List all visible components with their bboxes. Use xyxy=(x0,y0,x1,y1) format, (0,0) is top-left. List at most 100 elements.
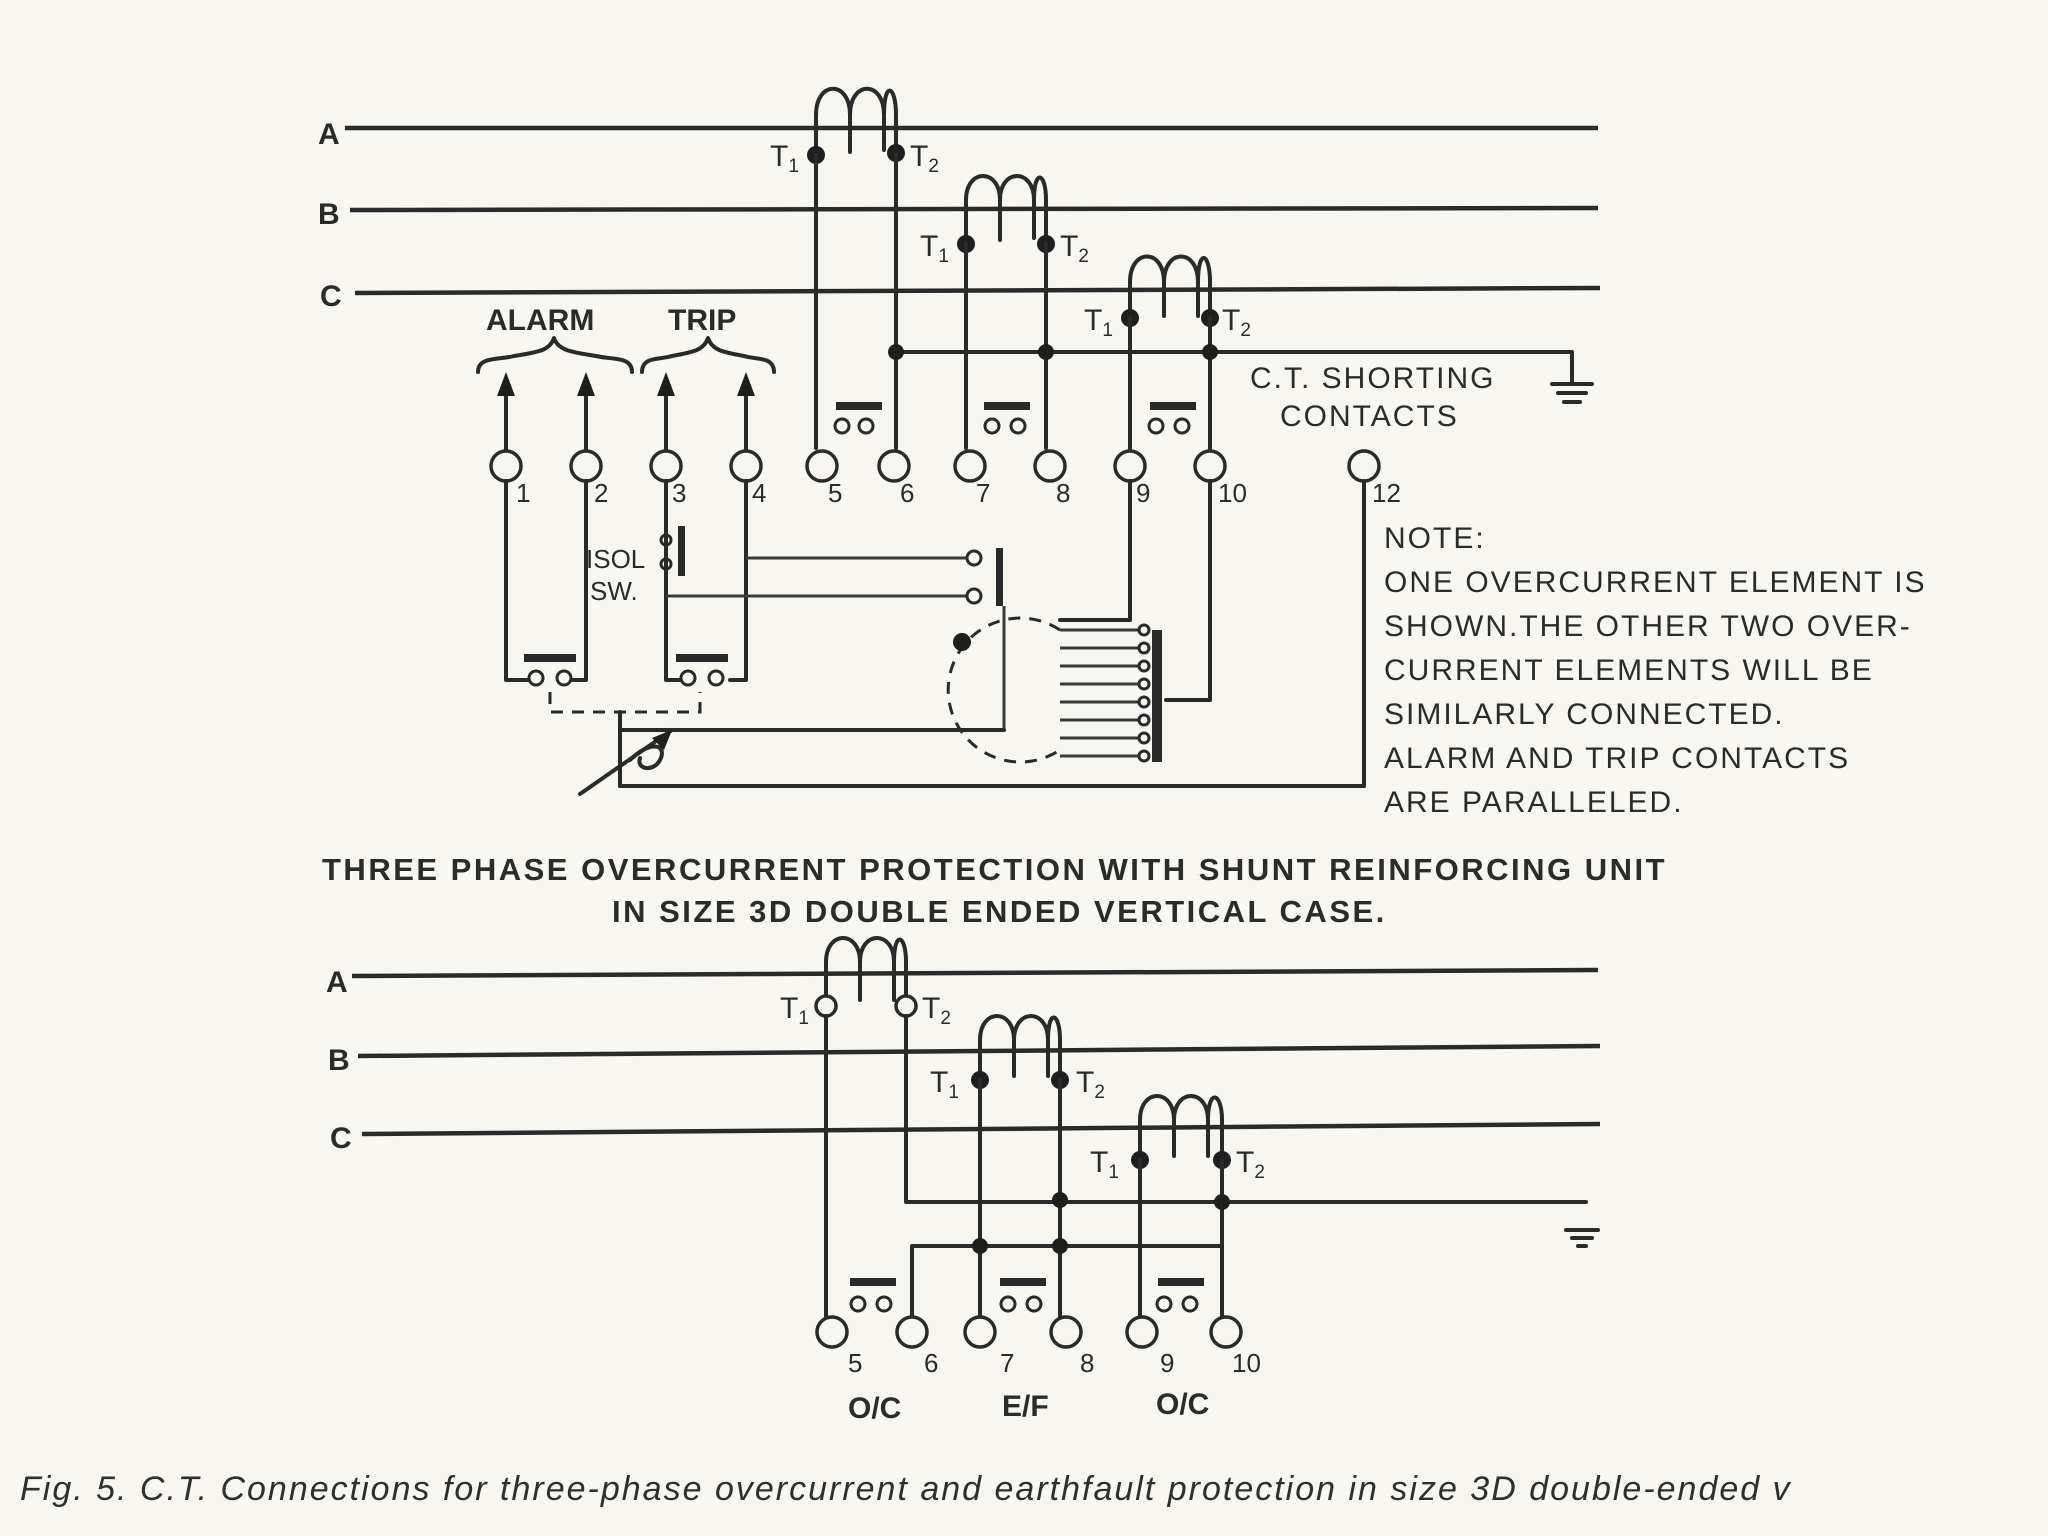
star-point-line-top xyxy=(894,350,1574,384)
trip-label: TRIP xyxy=(668,304,736,337)
trip-brace xyxy=(640,336,776,374)
wire-t9-relay xyxy=(1058,479,1132,622)
ct-coil-b-bottom xyxy=(978,1014,1062,1082)
terminal-bottom-6 xyxy=(895,1315,929,1349)
terminal-num-6: 6 xyxy=(900,478,914,508)
terminal-num-bottom-5: 5 xyxy=(848,1348,862,1378)
terminal-9 xyxy=(1113,449,1147,483)
figure-caption: Fig. 5. C.T. Connections for three-phase… xyxy=(20,1470,1792,1508)
terminal-num-12: 12 xyxy=(1372,478,1401,508)
note-line-5: SIMILARLY CONNECTED. xyxy=(1384,698,1785,731)
element-label-oc-2: O/C xyxy=(1156,1388,1209,1421)
junction-bottom-1 xyxy=(1052,1192,1068,1208)
bus-line-a-bottom xyxy=(351,967,1599,979)
terminal-bottom-5 xyxy=(815,1315,849,1349)
label-t1-c-bottom: T1 xyxy=(1090,1146,1119,1183)
phase-label-a-top: A xyxy=(318,118,340,151)
relay-disc xyxy=(946,616,1061,764)
terminal-1 xyxy=(489,449,523,483)
label-t1-b: T1 xyxy=(920,230,949,267)
coil-taps xyxy=(1060,628,1140,758)
plug-bridge xyxy=(1152,630,1162,762)
terminal-bottom-10 xyxy=(1209,1315,1243,1349)
alarm-label: ALARM xyxy=(486,304,594,337)
terminal-row-top: 1 2 3 4 5 6 7 8 9 10 12 xyxy=(489,449,1401,508)
wire-t10-relay xyxy=(1164,479,1212,702)
relay-contact-lower xyxy=(965,587,983,605)
terminal-num-4: 4 xyxy=(752,478,766,508)
ct-coil-c xyxy=(1128,254,1212,320)
junction-bottom-3 xyxy=(972,1238,988,1254)
label-t2-a: T2 xyxy=(910,140,939,177)
label-t1-b-bottom: T1 xyxy=(930,1066,959,1103)
terminal-6 xyxy=(877,449,911,483)
ct-phase-b-top: T1 T2 xyxy=(920,174,1089,267)
alarm-brace xyxy=(476,336,634,374)
alarm-contact xyxy=(524,654,576,687)
label-t1-a-bottom: T1 xyxy=(780,992,809,1029)
top-diagram-title-line1: THREE PHASE OVERCURRENT PROTECTION WITH … xyxy=(322,852,1667,887)
ct-coil-a xyxy=(814,86,898,158)
note-line-1: NOTE: xyxy=(1384,522,1486,555)
sw-label: SW. xyxy=(590,576,638,606)
ct-terminal-t1-a-bottom xyxy=(814,994,838,1018)
label-t2-b-bottom: T2 xyxy=(1076,1066,1105,1103)
mechanical-link-dashed xyxy=(548,692,702,714)
terminal-8 xyxy=(1033,449,1067,483)
terminal-num-8: 8 xyxy=(1056,478,1070,508)
terminal-4 xyxy=(729,449,763,483)
terminal-bottom-8 xyxy=(1049,1315,1083,1349)
phase-label-a-bottom: A xyxy=(326,966,348,999)
star-junction-2 xyxy=(1038,344,1054,360)
phase-label-c-bottom: C xyxy=(330,1122,352,1155)
label-t2-a-bottom: T2 xyxy=(922,992,951,1029)
terminal-num-1: 1 xyxy=(516,478,530,508)
induction-relay xyxy=(946,606,1162,764)
trip-contact xyxy=(676,654,728,687)
label-t1-c: T1 xyxy=(1084,304,1113,341)
terminal-num-bottom-9: 9 xyxy=(1160,1348,1174,1378)
wire-shunt-2 xyxy=(618,479,1366,788)
star-junction-3 xyxy=(1202,344,1218,360)
label-t2-c: T2 xyxy=(1222,304,1251,341)
relay-contact-upper xyxy=(965,549,983,567)
trip-arrow-1 xyxy=(657,372,675,454)
note-line-6: ALARM AND TRIP CONTACTS xyxy=(1384,742,1850,775)
residual-link-bottom xyxy=(910,1244,1224,1322)
terminal-num-bottom-7: 7 xyxy=(1000,1348,1014,1378)
terminal-num-bottom-8: 8 xyxy=(1080,1348,1094,1378)
wire-t1-alarm xyxy=(504,479,534,682)
ct-terminal-t2-a-bottom xyxy=(894,994,918,1018)
ct-phase-c-bottom: T1 T2 xyxy=(1090,1094,1265,1183)
terminal-10 xyxy=(1193,449,1227,483)
label-t2-c-bottom: T2 xyxy=(1236,1146,1265,1183)
ct-coil-a-bottom xyxy=(824,936,908,1006)
ct-phase-a-bottom: T1 T2 xyxy=(780,936,951,1029)
shorting-contact-bottom-56 xyxy=(849,1278,896,1313)
note-line-7: ARE PARALLELED. xyxy=(1384,786,1684,819)
shorting-contact-pair-56 xyxy=(833,402,882,435)
terminal-bottom-7 xyxy=(963,1315,997,1349)
star-junction-1 xyxy=(888,344,904,360)
earth-symbol-top xyxy=(1550,382,1594,404)
terminal-num-2: 2 xyxy=(594,478,608,508)
note-line-3: SHOWN.THE OTHER TWO OVER- xyxy=(1384,610,1912,643)
terminal-5 xyxy=(805,449,839,483)
alarm-arrow-2 xyxy=(577,372,595,454)
top-diagram-title-line2: IN SIZE 3D DOUBLE ENDED VERTICAL CASE. xyxy=(612,894,1387,929)
terminal-num-5: 5 xyxy=(828,478,842,508)
ct-shorting-label-line2: CONTACTS xyxy=(1280,400,1459,433)
top-diagram: A B C T1 T2 T1 T2 T1 T2 xyxy=(318,86,1927,929)
phase-label-b-top: B xyxy=(318,198,340,231)
isol-switch-bar xyxy=(678,526,685,576)
trip-arrow-2 xyxy=(737,372,755,454)
lead-bottom-a-t2 xyxy=(904,1014,1588,1204)
junction-bottom-4 xyxy=(1052,1238,1068,1254)
ct-phase-a-top: T1 T2 xyxy=(770,86,939,177)
wire-shunt-1 xyxy=(618,710,1006,732)
terminal-num-bottom-10: 10 xyxy=(1232,1348,1261,1378)
earth-symbol-bottom xyxy=(1564,1228,1600,1248)
note-line-2: ONE OVERCURRENT ELEMENT IS xyxy=(1384,566,1927,599)
terminal-num-10: 10 xyxy=(1218,478,1247,508)
